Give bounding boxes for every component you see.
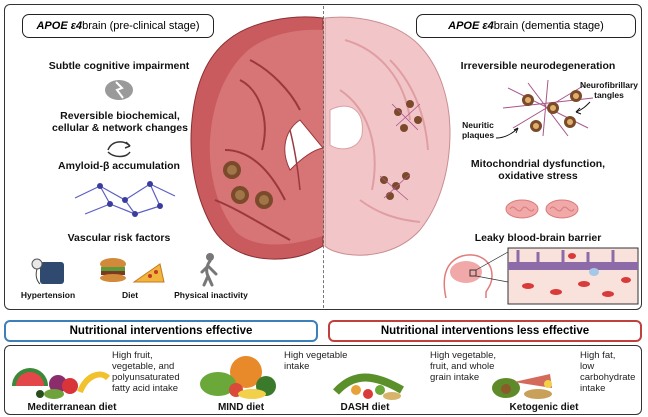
mito-label: Mitochondrial dysfunction, oxidative str… (470, 158, 606, 182)
subtle-impairment-label: Subtle cognitive impairment (48, 60, 190, 72)
diet-name-mediterranean: Mediterranean diet (27, 402, 117, 413)
brain-lightning-icon (105, 80, 133, 100)
diet-name-dash: DASH diet (340, 402, 390, 413)
diet-name-ketogenic: Ketogenic diet (509, 402, 579, 413)
diet-desc-mind: High vegetable intake (284, 350, 348, 372)
right-title-stage: brain (dementia stage) (493, 20, 604, 32)
magnify-lines (469, 251, 509, 283)
right-title: APOE ε4 brain (dementia stage) (416, 14, 636, 38)
tangles-plaques-icon (502, 79, 594, 137)
neuron-network-icon (74, 181, 176, 217)
risk-diet: Diet (121, 290, 139, 300)
leaky-bbb-label: Leaky blood-brain barrier (474, 232, 602, 244)
diets-frame (4, 345, 642, 415)
inactive-person-icon (200, 253, 218, 287)
junk-food-icon (100, 258, 165, 283)
reversible-changes-label: Reversible biochemical, cellular & netwo… (52, 110, 188, 134)
right-title-gene: APOE ε4 (448, 20, 494, 32)
blood-pressure-cuff-icon (31, 258, 64, 285)
plaques-arrow (495, 127, 519, 139)
dash-food-icon (333, 373, 404, 400)
mediterranean-food-icon (12, 368, 111, 399)
mind-food-icon (200, 356, 276, 399)
plaques-label: Neuritic plaques (461, 120, 495, 140)
diet-desc-mediterranean: High fruit, vegetable, and polyunsaturat… (112, 350, 180, 394)
irreversible-label: Irreversible neurodegeneration (460, 60, 616, 72)
figure-frame (4, 4, 642, 310)
diet-desc-ketogenic: High fat, low carbohydrate intake (580, 350, 636, 394)
ketogenic-food-icon (492, 374, 552, 399)
left-title-stage: brain (pre-clinical stage) (82, 20, 200, 32)
diet-name-mind: MIND diet (217, 402, 265, 413)
risk-physical-inactivity: Physical inactivity (174, 290, 248, 300)
vascular-label: Vascular risk factors (67, 232, 171, 244)
mitochondria-icon (505, 199, 579, 219)
risk-hypertension: Hypertension (20, 290, 76, 300)
diet-desc-dash: High vegetable, fruit, and whole grain i… (430, 350, 497, 383)
banner-effective: Nutritional interventions effective (4, 320, 318, 342)
left-title-gene: APOE ε4 (36, 20, 83, 32)
tangles-label: Neurofibrillary tangles (579, 80, 639, 100)
head-profile-icon (443, 254, 493, 299)
amyloid-label: Amyloid-β accumulation (58, 160, 180, 172)
reversible-arrows-icon (107, 141, 131, 158)
tangles-arrow (575, 101, 591, 115)
bbb-magnified-view (507, 247, 639, 305)
banner-less-effective: Nutritional interventions less effective (328, 320, 642, 342)
diseased-brain-half (324, 16, 451, 256)
left-title: APOE ε4 brain (pre-clinical stage) (22, 14, 214, 38)
brain-illustration (190, 16, 451, 260)
